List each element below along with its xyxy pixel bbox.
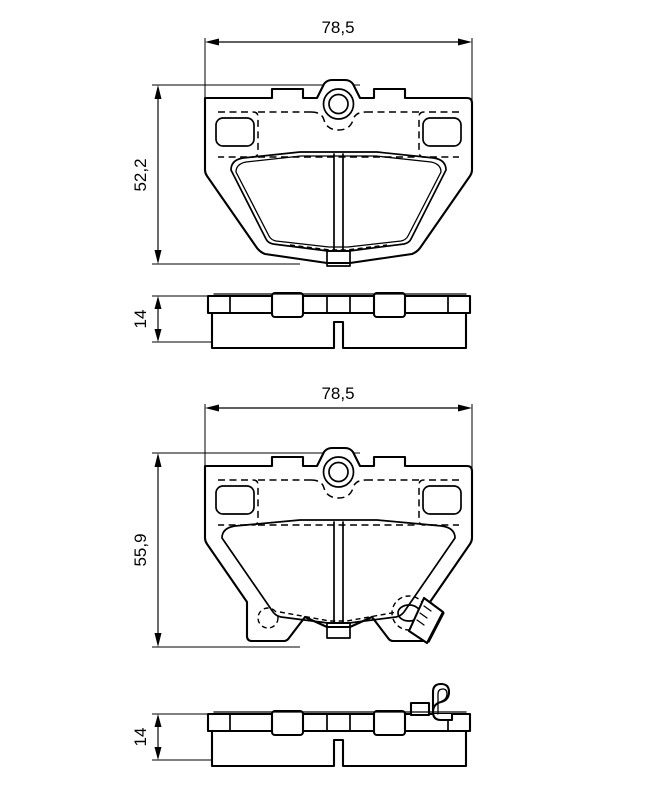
arrowhead-left xyxy=(205,404,219,412)
pad-b-hidden-hub-outline xyxy=(310,479,367,499)
arrowhead-right xyxy=(458,38,472,46)
pad-a-hidden-bottom-edge xyxy=(289,244,388,251)
pad-b-left-ear-hole xyxy=(257,607,279,629)
dimension-pad-b-thickness: 14 xyxy=(131,713,212,761)
pad-b-centre-hole xyxy=(322,456,355,488)
dimension-label-height: 55,9 xyxy=(131,533,150,566)
pad-b-side-friction-block xyxy=(210,727,468,768)
pad-a-left-slot xyxy=(215,117,255,147)
dimension-pad-a-thickness: 14 xyxy=(131,295,212,343)
view-pad-b-front: 78,5 55,9 xyxy=(131,384,474,648)
pad-a-bottom-tab xyxy=(326,250,351,267)
pad-a-centre-hole xyxy=(322,88,355,120)
pad-b-side-backing-strip xyxy=(206,712,472,733)
pad-a-backing-plate xyxy=(203,78,474,265)
pad-a-side-friction-block xyxy=(210,309,468,350)
pad-b-side-lug-right xyxy=(372,709,407,737)
dimension-pad-b-width: 78,5 xyxy=(204,384,473,468)
pad-b-centre-bore xyxy=(328,461,349,483)
pad-b-left-slot xyxy=(215,485,255,515)
pad-a-friction-chamfer xyxy=(235,155,442,248)
dimension-label-thickness: 14 xyxy=(131,728,150,747)
arrowhead-bottom xyxy=(154,633,162,647)
pad-a-side-lug-right xyxy=(372,291,407,319)
dimension-pad-a-height: 52,2 xyxy=(131,84,360,265)
arrowhead-bottom xyxy=(154,747,162,760)
pad-b-bottom-tab xyxy=(326,622,351,639)
dimension-label-thickness: 14 xyxy=(131,310,150,329)
pad-a-side-lug-left xyxy=(270,291,305,319)
dimension-label-width: 78,5 xyxy=(321,384,354,403)
pad-a-friction-material xyxy=(230,151,447,252)
pad-b-sensor-rib-3 xyxy=(416,619,425,626)
arrowhead-top xyxy=(154,296,162,309)
pad-b-side-sensor-clip-inner xyxy=(437,688,448,715)
view-pad-a-side: 14 xyxy=(131,291,472,350)
view-pad-b-side: 14 xyxy=(131,682,472,768)
dimension-label-height: 52,2 xyxy=(131,158,150,191)
arrowhead-left xyxy=(205,38,219,46)
pad-a-hidden-hub-outline xyxy=(310,111,367,131)
pad-b-sensor-bracket-edge xyxy=(428,600,445,643)
pad-b-sensor-rib-2 xyxy=(419,612,428,619)
arrowhead-top xyxy=(154,453,162,467)
arrowhead-top xyxy=(154,85,162,99)
pad-a-centre-bore xyxy=(328,93,349,115)
pad-a-right-slot xyxy=(422,117,462,147)
pad-a-side-backing-strip xyxy=(206,294,472,315)
arrowhead-bottom xyxy=(154,329,162,342)
dimension-label-width: 78,5 xyxy=(321,18,354,37)
pad-b-right-slot xyxy=(422,485,462,515)
pad-b-side-sensor-mount xyxy=(409,701,431,717)
pad-b-sensor-rib-1 xyxy=(423,605,432,612)
dimension-pad-a-width: 78,5 xyxy=(204,18,473,100)
arrowhead-bottom xyxy=(154,250,162,264)
arrowhead-right xyxy=(458,404,472,412)
pad-b-friction-material xyxy=(221,519,456,624)
pad-b-side-lug-left xyxy=(270,709,305,737)
view-pad-a-front: 78,5 52,2 xyxy=(131,18,474,267)
arrowhead-top xyxy=(154,714,162,727)
